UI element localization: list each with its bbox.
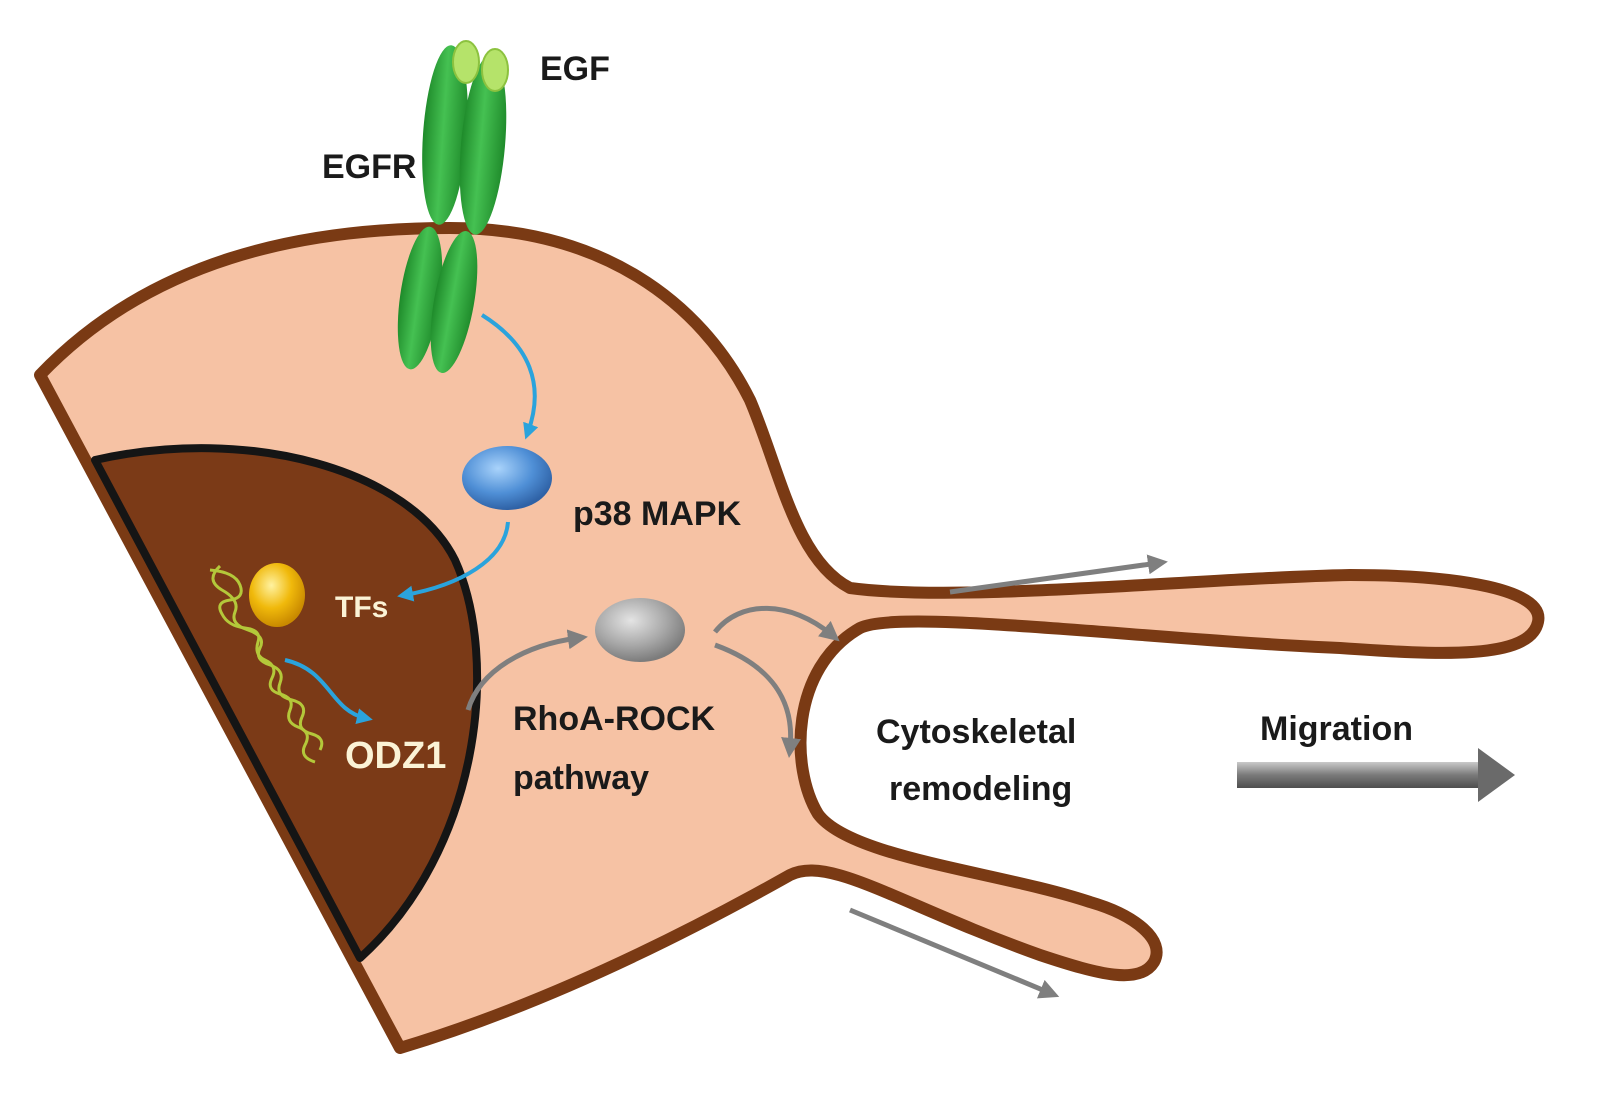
p38-mapk-node-icon	[462, 446, 552, 510]
migration-arrow-icon	[1237, 748, 1515, 802]
tfs-to-odz1-arrow	[284, 658, 373, 725]
rhoa-upper-arrow	[713, 605, 840, 642]
egfr-receptor-icon	[397, 45, 507, 373]
egfr-label: EGFR	[322, 148, 416, 186]
tf-protein-icon	[249, 563, 305, 627]
pathway-label: pathway	[513, 759, 649, 797]
p38-mapk-label: p38 MAPK	[573, 495, 742, 533]
odz1-to-rhoa-arrow	[465, 629, 588, 711]
rhoa-rock-label: RhoA-ROCK	[513, 700, 716, 738]
upper-filopodium-arrow	[949, 554, 1168, 595]
dna-helix	[209, 564, 324, 764]
egfr-to-p38-arrow	[480, 313, 539, 440]
egf-ligand-icon	[452, 40, 509, 92]
p38-to-tfs-arrow	[397, 521, 510, 602]
cytoskeletal-label: Cytoskeletal	[876, 713, 1076, 751]
egf-label: EGF	[540, 50, 610, 88]
odz1-label: ODZ1	[345, 735, 446, 777]
remodeling-label: remodeling	[889, 770, 1072, 808]
rhoa-rock-node-icon	[595, 598, 685, 662]
lower-filopodium-arrow	[849, 907, 1060, 999]
nucleus	[91, 444, 482, 962]
rhoa-lower-arrow	[714, 642, 801, 758]
migration-label: Migration	[1260, 710, 1413, 748]
tfs-label: TFs	[335, 591, 388, 624]
